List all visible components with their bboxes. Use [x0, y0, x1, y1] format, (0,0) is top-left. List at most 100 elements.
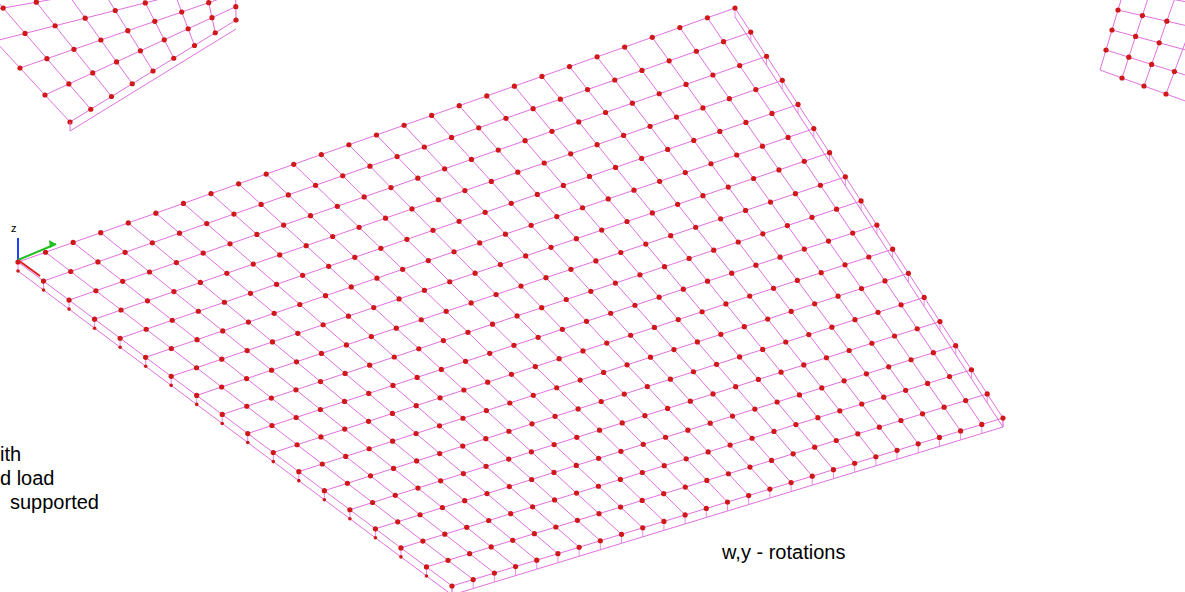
mesh-node — [143, 0, 148, 5]
mesh-node — [409, 206, 414, 211]
mesh-node — [612, 77, 617, 82]
mesh-node — [179, 9, 184, 14]
mesh-node — [531, 106, 536, 111]
mesh-node — [120, 279, 125, 284]
mesh-node — [819, 270, 824, 275]
mesh-node — [374, 132, 379, 137]
fragment-line — [196, 0, 216, 33]
mesh-node — [631, 188, 636, 193]
mesh-node — [1, 5, 6, 10]
mesh-node — [676, 317, 681, 322]
mesh-node — [507, 484, 512, 489]
fragment-line — [1118, 10, 1185, 38]
mesh-node — [396, 296, 401, 301]
mesh-node — [370, 500, 375, 505]
mesh-node — [681, 287, 686, 292]
mesh-node — [618, 504, 623, 509]
mesh-node — [580, 205, 585, 210]
mesh-node — [577, 545, 582, 550]
mesh-node — [596, 456, 601, 461]
mesh-node — [768, 199, 773, 204]
mesh-node — [632, 303, 637, 308]
mesh-node — [829, 325, 834, 330]
mesh-node — [43, 250, 48, 255]
mesh-node — [734, 152, 739, 157]
mesh-node — [819, 385, 824, 390]
mesh-node — [220, 328, 225, 333]
mesh-node — [764, 54, 769, 59]
mesh-node — [785, 223, 790, 228]
mesh-node — [465, 330, 470, 335]
mesh-node — [346, 314, 351, 319]
mesh-node — [374, 536, 378, 540]
mesh-node — [41, 278, 46, 283]
mesh-node — [456, 219, 461, 224]
mesh-node — [162, 37, 167, 42]
mesh-node — [44, 56, 49, 61]
mesh-line — [324, 297, 924, 490]
fragment-line — [70, 20, 236, 122]
mesh-node — [390, 439, 395, 444]
mesh-node — [645, 384, 650, 389]
mesh-node — [460, 416, 465, 421]
mesh-node — [560, 327, 565, 332]
plate-edge — [69, 309, 95, 328]
mesh-node — [642, 413, 647, 418]
plate-edge — [855, 466, 876, 472]
mesh-node — [630, 101, 635, 106]
mesh-node — [269, 368, 274, 373]
mesh-node — [522, 138, 527, 143]
mesh-line — [377, 135, 728, 502]
plate-edge — [222, 423, 248, 442]
mesh-node — [150, 240, 155, 245]
mesh-node — [810, 474, 815, 479]
mesh-node — [812, 445, 817, 450]
mesh-node — [206, 0, 211, 5]
mesh-node — [667, 58, 672, 63]
mesh-node — [204, 221, 209, 226]
mesh-node — [484, 491, 489, 496]
mesh-node — [837, 408, 842, 413]
note-text: d load — [0, 467, 55, 490]
mesh-node — [890, 247, 895, 252]
mesh-node — [536, 335, 541, 340]
mesh-node — [531, 393, 536, 398]
mesh-node — [442, 532, 447, 537]
mesh-node — [622, 391, 627, 396]
mesh-node — [469, 300, 474, 305]
mesh-node — [776, 167, 781, 172]
mesh-node — [688, 399, 693, 404]
mesh-node — [233, 4, 238, 9]
mesh-node — [588, 289, 593, 294]
mesh-node — [756, 377, 761, 382]
plate-edge — [44, 290, 70, 309]
mesh-node — [704, 506, 709, 511]
mesh-node — [349, 284, 354, 289]
mesh-node — [489, 179, 494, 184]
mesh-node — [812, 301, 817, 306]
mesh-node — [413, 431, 418, 436]
mesh-node — [683, 170, 688, 175]
mesh-node — [484, 408, 489, 413]
mesh-node — [769, 111, 774, 116]
mesh-node — [1000, 415, 1005, 420]
mesh-node — [92, 317, 97, 322]
mesh-node — [552, 497, 557, 502]
mesh-node — [367, 446, 372, 451]
mesh-node — [118, 345, 122, 349]
mesh-node — [818, 183, 823, 188]
fragment-line — [0, 0, 235, 14]
mesh-node — [323, 293, 328, 298]
mesh-node — [674, 114, 679, 119]
mesh-node — [558, 97, 563, 102]
mesh-node — [595, 142, 600, 147]
mesh-line — [299, 273, 909, 471]
mesh-node — [683, 512, 688, 517]
mesh-node — [348, 517, 352, 521]
mesh-node — [706, 449, 711, 454]
mesh-node — [126, 220, 131, 225]
mesh-node — [304, 243, 309, 248]
mesh-node — [599, 228, 604, 233]
mesh-node — [192, 43, 197, 48]
mesh-node — [509, 201, 514, 206]
